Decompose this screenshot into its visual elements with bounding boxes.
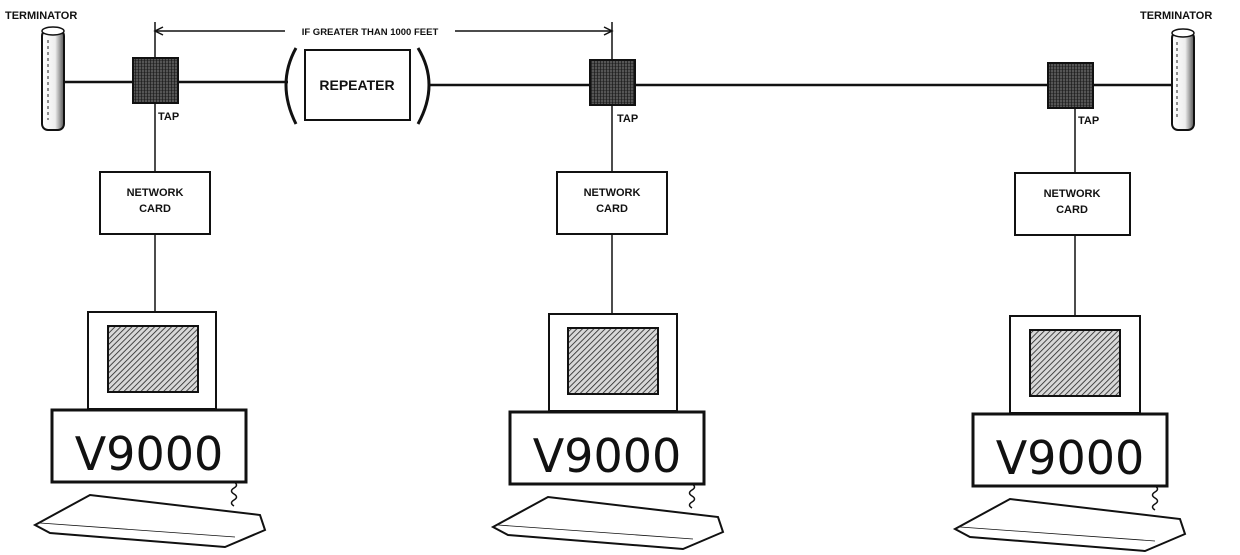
keyboard — [490, 495, 725, 551]
keyboard — [952, 497, 1187, 553]
computer: V9000 — [32, 311, 267, 549]
network-card-line1: NETWORK — [127, 187, 184, 199]
terminator-right-label: TERMINATOR — [1140, 10, 1212, 22]
network-card-line1: NETWORK — [1044, 188, 1101, 200]
system-unit — [508, 410, 706, 486]
monitor-screen — [567, 327, 659, 395]
distance-note: IF GREATER THAN 1000 FEET — [302, 27, 439, 38]
tap-label: TAP — [158, 111, 179, 123]
tap-label: TAP — [1078, 115, 1099, 127]
monitor-screen — [107, 325, 199, 393]
network-card — [1014, 172, 1131, 236]
network-card-line1: NETWORK — [584, 187, 641, 199]
repeater-label: REPEATER — [319, 77, 394, 93]
station-1: TAP NETWORK CARD V9000 — [32, 57, 267, 549]
repeater — [284, 47, 431, 125]
keyboard — [32, 493, 267, 549]
keyboard-cord — [688, 483, 696, 509]
keyboard-cord — [1151, 485, 1159, 511]
model-label: V9000 — [75, 427, 224, 481]
tap-block — [1047, 62, 1094, 109]
system-unit — [971, 412, 1169, 488]
network-card — [99, 171, 211, 235]
tap-label: TAP — [617, 113, 638, 125]
tap-block — [132, 57, 179, 104]
distance-dimension — [153, 22, 614, 62]
terminator-left-label: TERMINATOR — [5, 10, 77, 22]
network-card-line2: CARD — [139, 203, 171, 215]
computer: V9000 — [490, 313, 725, 551]
network-card-line2: CARD — [596, 203, 628, 215]
station-2: TAP NETWORK CARD V9000 — [490, 59, 725, 551]
station-3: TAP NETWORK CARD V9000 — [952, 62, 1187, 553]
monitor-screen — [1029, 329, 1121, 397]
tap-block — [589, 59, 636, 106]
network-card-line2: CARD — [1056, 204, 1088, 216]
keyboard-cord — [230, 481, 238, 507]
computer: V9000 — [952, 315, 1187, 553]
model-label: V9000 — [996, 431, 1145, 485]
terminator-left — [41, 26, 65, 131]
system-unit — [50, 408, 248, 484]
model-label: V9000 — [533, 429, 682, 483]
terminator-right — [1171, 28, 1195, 131]
